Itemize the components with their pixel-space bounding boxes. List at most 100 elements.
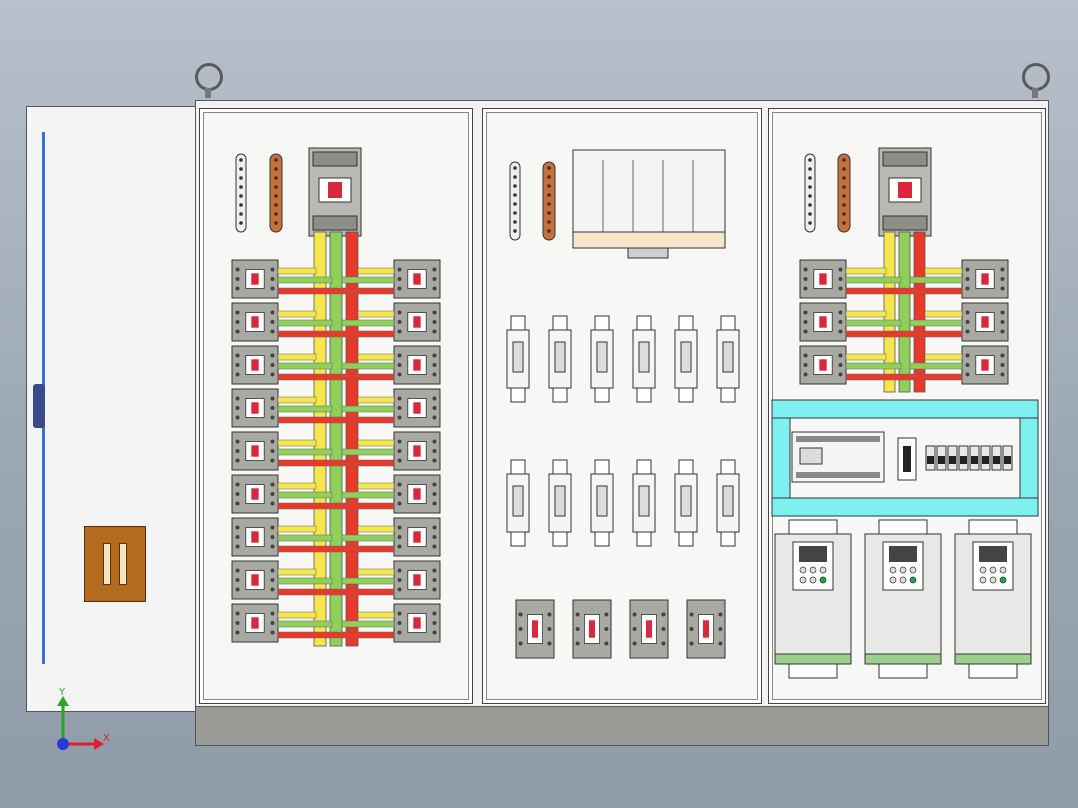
axis-triad-icon bbox=[57, 696, 104, 750]
vfd-button bbox=[889, 566, 897, 574]
fuse-holder-icon bbox=[632, 459, 656, 547]
circuit-breaker-icon bbox=[393, 474, 441, 514]
breaker-screw bbox=[397, 525, 402, 530]
breaker-screw bbox=[270, 578, 275, 582]
terminal-hole bbox=[547, 211, 551, 215]
breaker-toggle bbox=[981, 359, 989, 371]
busbar-link bbox=[277, 482, 317, 490]
earth-bar-icon bbox=[269, 153, 283, 233]
breaker-screw bbox=[270, 372, 275, 377]
breaker-screw bbox=[235, 320, 240, 324]
breaker-screw bbox=[235, 544, 240, 549]
breaker-screw bbox=[547, 641, 552, 646]
busbar-link bbox=[277, 310, 317, 318]
main-breaker-top bbox=[882, 151, 928, 167]
fuse-cartridge bbox=[554, 485, 566, 517]
cabinet-door-open bbox=[26, 106, 196, 712]
switch-disconnector-icon bbox=[572, 149, 726, 259]
breaker-screw bbox=[235, 286, 240, 291]
breaker-toggle bbox=[819, 273, 827, 285]
fuse-cartridge bbox=[638, 341, 650, 373]
breaker-screw bbox=[803, 277, 808, 281]
breaker-screw bbox=[235, 458, 240, 463]
terminal-hole bbox=[513, 229, 517, 233]
breaker-screw bbox=[397, 353, 402, 358]
breaker-screw bbox=[1000, 277, 1005, 281]
fuse-cartridge bbox=[554, 341, 566, 373]
cabinet-plinth bbox=[195, 706, 1049, 746]
circuit-breaker-icon bbox=[961, 345, 1009, 385]
earth-bar-icon-body bbox=[837, 153, 851, 233]
breaker-screw bbox=[1000, 353, 1005, 358]
breaker-screw bbox=[803, 267, 808, 272]
breaker-toggle bbox=[413, 488, 421, 500]
terminal-hole bbox=[547, 229, 551, 233]
breaker-screw bbox=[270, 544, 275, 549]
breaker-screw bbox=[397, 482, 402, 487]
breaker-screw bbox=[270, 415, 275, 420]
breaker-screw bbox=[235, 621, 240, 625]
breaker-screw bbox=[547, 627, 552, 631]
terminal-hole bbox=[239, 221, 243, 225]
breaker-screw bbox=[432, 458, 437, 463]
vfd-bottom-terminals bbox=[878, 663, 928, 679]
terminal-hole bbox=[513, 175, 517, 179]
busbar-link bbox=[277, 353, 317, 361]
breaker-screw bbox=[432, 372, 437, 377]
busbar-link bbox=[341, 534, 395, 542]
terminal-hole bbox=[513, 211, 517, 215]
circuit-breaker-icon bbox=[393, 603, 441, 643]
breaker-screw bbox=[270, 535, 275, 539]
breaker-toggle bbox=[702, 620, 710, 638]
breaker-toggle bbox=[413, 359, 421, 371]
fuse-bottom bbox=[510, 531, 526, 547]
fuse-holder-icon bbox=[590, 459, 614, 547]
busbar-link bbox=[341, 577, 395, 585]
breaker-screw bbox=[235, 587, 240, 592]
breaker-screw bbox=[965, 277, 970, 281]
breaker-screw bbox=[397, 439, 402, 444]
axis-z-origin bbox=[57, 738, 69, 750]
wireway-duct bbox=[771, 417, 791, 499]
main-breaker-icon bbox=[878, 147, 932, 237]
breaker-screw bbox=[432, 310, 437, 315]
fuse-cartridge bbox=[596, 341, 608, 373]
breaker-screw bbox=[518, 627, 523, 631]
busbar-link bbox=[277, 405, 333, 413]
breaker-screw bbox=[838, 320, 843, 324]
terminal-hole bbox=[239, 158, 243, 162]
breaker-toggle bbox=[819, 316, 827, 328]
vfd-display bbox=[889, 546, 917, 562]
breaker-screw bbox=[270, 439, 275, 444]
terminal-hole bbox=[239, 212, 243, 216]
busbar-link bbox=[277, 568, 317, 576]
fuse-holder-icon bbox=[548, 459, 572, 547]
breaker-screw bbox=[632, 641, 637, 646]
terminal-hole bbox=[513, 193, 517, 197]
breaker-screw bbox=[432, 587, 437, 592]
breaker-screw bbox=[235, 568, 240, 573]
breaker-screw bbox=[235, 492, 240, 496]
breaker-screw bbox=[432, 396, 437, 401]
breaker-screw bbox=[838, 267, 843, 272]
breaker-screw bbox=[432, 363, 437, 367]
main-breaker-bottom bbox=[312, 215, 358, 231]
breaker-screw bbox=[838, 363, 843, 367]
busbar-link bbox=[277, 362, 333, 370]
breaker-screw bbox=[270, 587, 275, 592]
breaker-toggle bbox=[413, 316, 421, 328]
fuse-holder-icon bbox=[674, 315, 698, 403]
disconnector-base bbox=[572, 231, 726, 249]
terminal-hole bbox=[808, 167, 812, 171]
breaker-screw bbox=[235, 406, 240, 410]
breaker-toggle bbox=[413, 273, 421, 285]
relay-coil bbox=[982, 456, 989, 464]
breaker-screw bbox=[1000, 286, 1005, 291]
busbar-link bbox=[341, 491, 395, 499]
breaker-screw bbox=[575, 612, 580, 617]
circuit-breaker-icon bbox=[799, 345, 847, 385]
terminal-hole bbox=[274, 212, 278, 216]
terminal-hole bbox=[808, 212, 812, 216]
breaker-screw bbox=[432, 277, 437, 281]
